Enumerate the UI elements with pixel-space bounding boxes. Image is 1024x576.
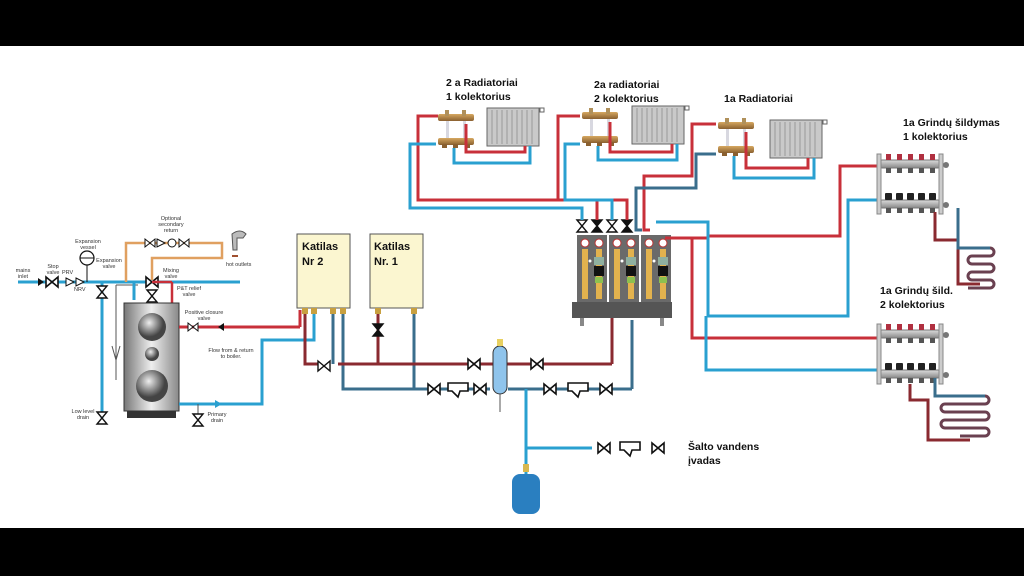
label-primary-drain: Primary drain [207, 412, 227, 424]
schematic-svg [18, 105, 996, 514]
label-line: Katilas [374, 241, 411, 253]
label-line: 1 kolektorius [903, 131, 968, 143]
label-radiators-2a-1: 2 a Radiatoriai 1 kolektorius [446, 76, 518, 104]
label-expansion-vessel: Expansion vessel [75, 239, 101, 251]
label-hot-outlets: hot outlets [226, 262, 252, 268]
label-radiators-2a-2: 2a radiatoriai 2 kolektorius [594, 78, 659, 106]
label-pt-relief-valve: P&T relief valve [176, 286, 202, 298]
label-line: 1a Grindų šild. [880, 285, 953, 297]
label-line: Nr 2 [302, 256, 324, 268]
label-line: 1 kolektorius [446, 91, 511, 103]
label-line: 2 kolektorius [880, 299, 945, 311]
label-line: Šalto vandens [688, 441, 760, 453]
label-floor-heating-1: 1a Grindų šildymas 1 kolektorius [903, 116, 1000, 144]
label-line: 2 a Radiatoriai [446, 77, 518, 89]
label-line: Katilas [302, 241, 339, 253]
label-line: 2 kolektorius [594, 93, 659, 105]
letterbox-bottom [0, 528, 1024, 576]
label-optional-secondary-return: Optional secondary return [158, 216, 184, 234]
label-flow-return-boiler: Flow from & return to boiler. [208, 348, 254, 360]
label-cold-water-inlet: Šalto vandens įvadas [688, 440, 759, 468]
dhw-section [18, 230, 316, 427]
label-line: 1a Radiatoriai [724, 93, 793, 105]
label-boiler-1: Katilas Nr. 1 [374, 240, 410, 270]
label-positive-closure-valve: Positive closure valve [184, 310, 224, 322]
label-expansion-valve: Expansion valve [96, 258, 122, 270]
pump-station [572, 219, 672, 326]
label-line: Nr. 1 [374, 256, 398, 268]
floor-heating-circuits [656, 153, 996, 442]
diagram-canvas: 2 a Radiatoriai 1 kolektorius 2a radiato… [0, 46, 1024, 528]
label-stop-valve: Stop valve [46, 264, 60, 276]
label-line: 2a radiatoriai [594, 79, 660, 91]
radiator-circuits [408, 105, 828, 232]
label-nrv: NRV [74, 287, 86, 293]
hydraulic-separator-section [338, 280, 665, 514]
label-floor-heating-2: 1a Grindų šild. 2 kolektorius [880, 284, 953, 312]
label-mains-inlet: mains inlet [15, 268, 31, 280]
label-low-level-drain: Low level drain [71, 409, 95, 421]
label-prv: PRV [62, 270, 74, 276]
label-boiler-2: Katilas Nr 2 [302, 240, 338, 270]
boilers [296, 233, 424, 391]
label-line: 1a Grindų šildymas [903, 117, 1000, 129]
label-mixing-valve: Mixing valve [163, 268, 179, 280]
label-line: įvadas [688, 455, 721, 467]
letterbox-top [0, 0, 1024, 46]
label-radiators-1a: 1a Radiatoriai [724, 92, 793, 106]
